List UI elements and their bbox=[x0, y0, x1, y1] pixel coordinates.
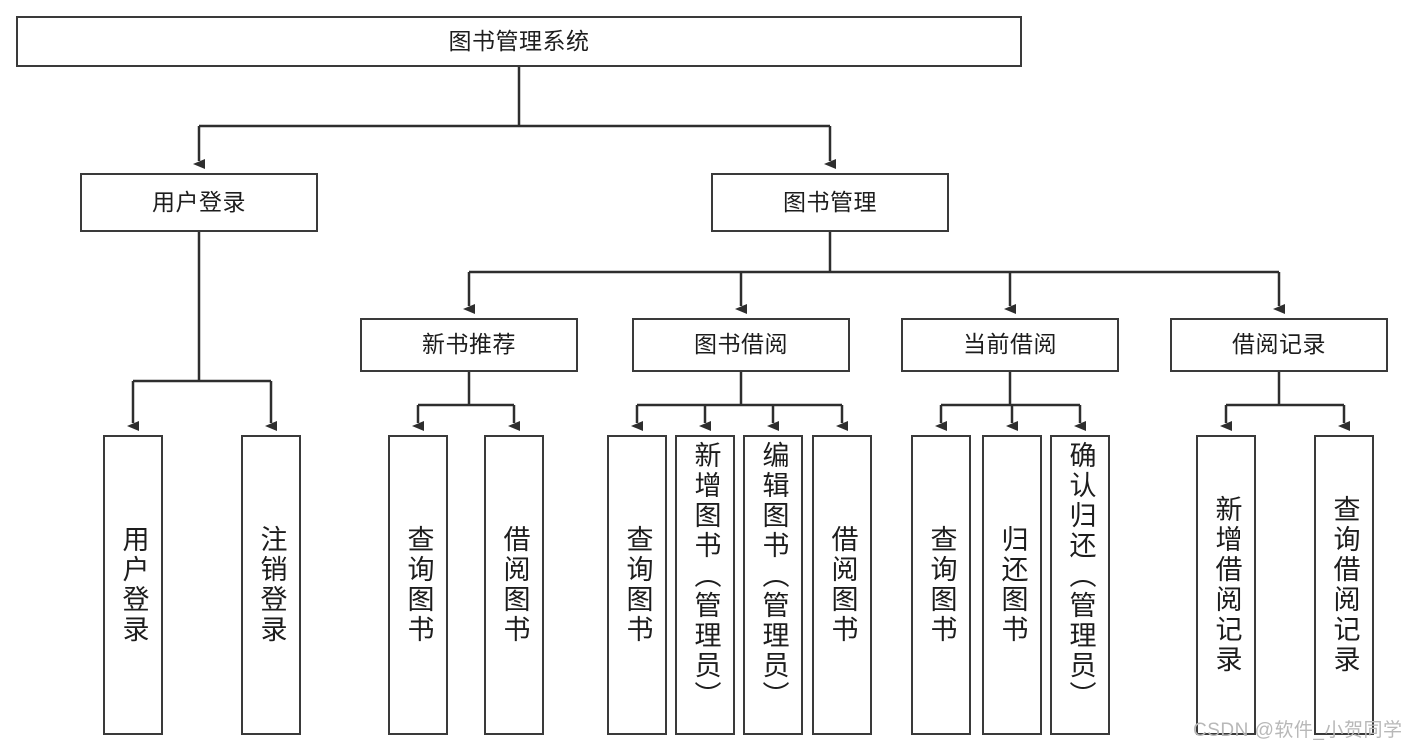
node-label-leaf-add-record: 新增借阅记录 bbox=[1211, 495, 1242, 675]
node-leaf-borrow-book-1[interactable]: 借阅图书 bbox=[484, 435, 544, 735]
node-leaf-query-book-2[interactable]: 查询图书 bbox=[607, 435, 667, 735]
node-label-new-book-recommend: 新书推荐 bbox=[422, 331, 516, 358]
node-book-borrow[interactable]: 图书借阅 bbox=[632, 318, 850, 372]
node-label-leaf-return-book: 归还图书 bbox=[997, 525, 1028, 645]
node-leaf-add-record[interactable]: 新增借阅记录 bbox=[1196, 435, 1256, 735]
node-leaf-edit-book[interactable]: 编辑图书（管理员） bbox=[743, 435, 803, 735]
node-label-root: 图书管理系统 bbox=[448, 27, 590, 54]
node-leaf-logout[interactable]: 注销登录 bbox=[241, 435, 301, 735]
node-label-leaf-query-book-2: 查询图书 bbox=[622, 525, 653, 645]
node-label-current-borrow: 当前借阅 bbox=[963, 331, 1057, 358]
node-borrow-record[interactable]: 借阅记录 bbox=[1170, 318, 1388, 372]
node-label-leaf-confirm-return: 确认归还（管理员） bbox=[1065, 441, 1096, 711]
node-label-leaf-user-login: 用户登录 bbox=[118, 525, 149, 645]
node-leaf-return-book[interactable]: 归还图书 bbox=[982, 435, 1042, 735]
node-label-user-login: 用户登录 bbox=[152, 188, 246, 215]
node-label-leaf-borrow-book-1: 借阅图书 bbox=[499, 525, 530, 645]
node-label-leaf-logout: 注销登录 bbox=[256, 525, 287, 645]
node-current-borrow[interactable]: 当前借阅 bbox=[901, 318, 1119, 372]
watermark-text: CSDN @软件_小贺同学 bbox=[1193, 720, 1403, 741]
node-new-book-recommend[interactable]: 新书推荐 bbox=[360, 318, 578, 372]
node-leaf-add-book[interactable]: 新增图书（管理员） bbox=[675, 435, 735, 735]
node-label-leaf-query-book-3: 查询图书 bbox=[926, 525, 957, 645]
node-leaf-query-book-1[interactable]: 查询图书 bbox=[388, 435, 448, 735]
node-label-borrow-record: 借阅记录 bbox=[1232, 331, 1326, 358]
node-leaf-confirm-return[interactable]: 确认归还（管理员） bbox=[1050, 435, 1110, 735]
node-book-manage[interactable]: 图书管理 bbox=[711, 173, 949, 232]
node-label-leaf-edit-book: 编辑图书（管理员） bbox=[758, 441, 789, 711]
node-leaf-user-login[interactable]: 用户登录 bbox=[103, 435, 163, 735]
node-label-book-borrow: 图书借阅 bbox=[694, 331, 788, 358]
node-label-leaf-query-book-1: 查询图书 bbox=[403, 525, 434, 645]
node-label-leaf-query-record: 查询借阅记录 bbox=[1329, 495, 1360, 675]
node-label-leaf-borrow-book-2: 借阅图书 bbox=[827, 525, 858, 645]
node-leaf-borrow-book-2[interactable]: 借阅图书 bbox=[812, 435, 872, 735]
node-root[interactable]: 图书管理系统 bbox=[16, 16, 1022, 67]
node-leaf-query-book-3[interactable]: 查询图书 bbox=[911, 435, 971, 735]
node-label-leaf-add-book: 新增图书（管理员） bbox=[690, 441, 721, 711]
node-leaf-query-record[interactable]: 查询借阅记录 bbox=[1314, 435, 1374, 735]
node-user-login[interactable]: 用户登录 bbox=[80, 173, 318, 232]
node-label-book-manage: 图书管理 bbox=[783, 188, 877, 215]
